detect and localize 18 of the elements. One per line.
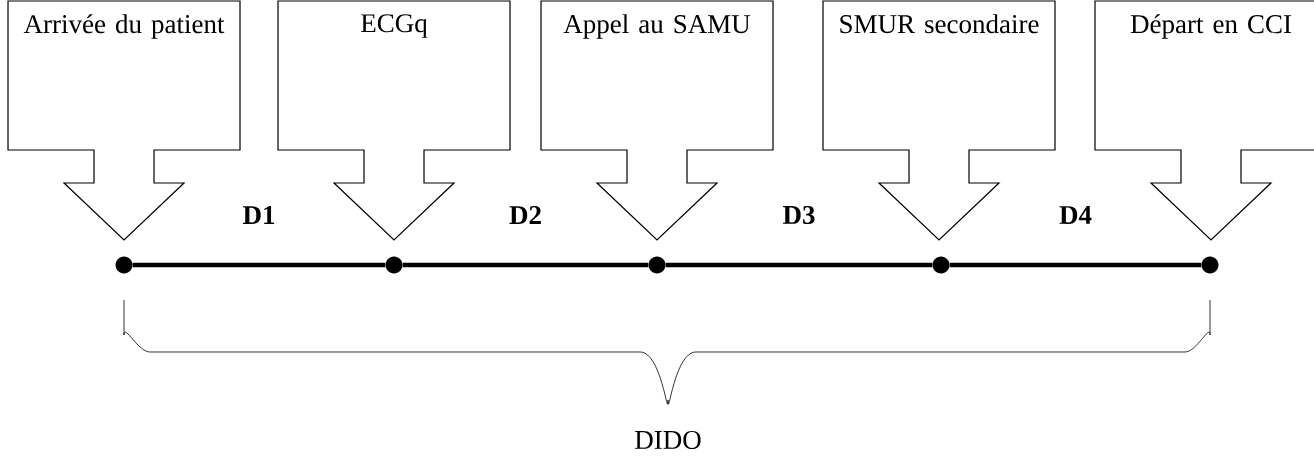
timeline-dot (1201, 256, 1219, 274)
timeline-segment (132, 262, 386, 268)
timeline-dot (115, 256, 133, 274)
edge-label: D2 (509, 206, 541, 224)
timeline-segment (949, 262, 1202, 268)
edge-label: D3 (783, 205, 815, 225)
timeline-dot (932, 256, 950, 274)
timeline-segment (402, 262, 649, 268)
arrow-callout: SMUR secondaire (822, 0, 1056, 241)
timeline-dot (385, 256, 403, 274)
edge-label: D1 (243, 206, 275, 224)
brace-label: DIDO (635, 430, 701, 450)
arrow-callout: Arrivée du patient (7, 0, 241, 241)
edge-label: D4 (1059, 206, 1092, 224)
arrow-callout: Départ en CCI (1094, 0, 1314, 241)
arrow-callout: Appel au SAMU (540, 0, 774, 241)
timeline-segment (665, 262, 933, 268)
timeline-dot (648, 256, 666, 274)
